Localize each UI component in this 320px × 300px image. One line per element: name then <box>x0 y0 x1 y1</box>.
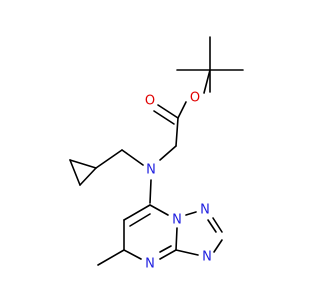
cyclopropylmethyl-group <box>69 149 144 186</box>
atom-n-bridge: N <box>172 213 182 228</box>
atom-o-ether: O <box>190 91 200 106</box>
bond-c7-n1 <box>149 204 169 216</box>
atom-o-carbonyl: O <box>145 94 155 109</box>
atom-n-amine: N <box>146 163 156 178</box>
atom-n-triazole-right: N <box>202 250 212 265</box>
bond-n2-c3 <box>212 217 223 233</box>
atom-labels: O O N N N N N <box>145 91 212 272</box>
bond-ccarbonyl-ch2 <box>175 117 179 147</box>
bond-n-ch2 <box>121 149 144 166</box>
tert-butyl-group <box>176 36 244 93</box>
structure-drawing: O O N N N N N <box>69 36 244 272</box>
bond-cp-c <box>69 159 81 186</box>
bond-n1-c4a <box>175 227 178 251</box>
bond-n4-c4a <box>175 249 199 256</box>
bond-c5-methyl <box>97 249 125 266</box>
pyrimidine-ring <box>97 204 178 266</box>
molecule-canvas: O O N N N N N <box>69 36 244 272</box>
bond-cp-a <box>69 159 97 169</box>
bond-c-o-double-2 <box>153 110 175 125</box>
ester-group <box>153 69 211 161</box>
bond-n1-n2 <box>185 211 197 216</box>
bond-c-o-double-1 <box>157 104 179 119</box>
bond-n-ring <box>149 179 152 204</box>
atom-n-triazole-top: N <box>200 203 210 218</box>
bond-c6-c7-inner <box>129 213 151 227</box>
bond-c6-c7 <box>123 204 151 221</box>
bond-ch2-cp <box>95 149 123 169</box>
bond-c3-n4 <box>213 239 223 253</box>
bond-c4a-n5 <box>159 249 177 260</box>
bond-n2-c3-inner <box>207 219 217 233</box>
bond-ch2-n <box>159 145 177 161</box>
bond-o-ccarbonyl <box>177 101 187 119</box>
bond-cp-b <box>79 167 97 186</box>
atom-n-pyrimidine: N <box>145 257 155 272</box>
triazole-ring <box>175 211 223 256</box>
bond-c4a-n5-inner <box>159 245 172 253</box>
bond-n5-c5 <box>123 249 142 260</box>
bond-cq-o <box>203 69 211 94</box>
